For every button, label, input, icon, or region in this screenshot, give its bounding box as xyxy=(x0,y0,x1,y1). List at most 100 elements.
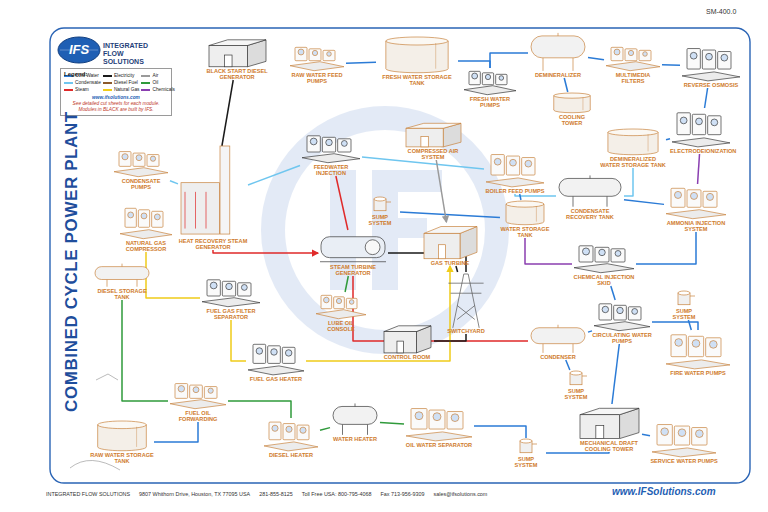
pipe-connector xyxy=(564,78,568,92)
equipment-module: OIL WATER SEPARATOR xyxy=(404,404,474,448)
sump-lid xyxy=(520,439,532,443)
equipment-icon xyxy=(200,276,262,308)
equipment-module: MULTIMEDIA FILTERS xyxy=(604,44,662,84)
motor xyxy=(324,297,330,303)
pump-housing xyxy=(297,425,309,440)
icon-group xyxy=(531,33,585,71)
skid-base xyxy=(406,432,472,441)
icon-group xyxy=(559,175,621,206)
pump-housing xyxy=(674,426,689,445)
pump-housing xyxy=(706,338,721,357)
footer-text: INTEGRATED FLOW SOLUTIONS xyxy=(46,491,130,497)
watermark-bar xyxy=(372,170,442,192)
module-label: BLACK START DIESEL GENERATOR xyxy=(205,68,269,80)
pipe-connector xyxy=(400,212,500,218)
pipe-connector xyxy=(436,160,446,222)
equipment-icon xyxy=(444,272,488,328)
legend-entry: Natural Gas xyxy=(103,86,140,93)
tank-ladder xyxy=(648,134,649,151)
legend-swatch xyxy=(141,75,150,77)
building-door xyxy=(421,137,428,147)
pump-housing xyxy=(238,283,251,296)
legend-note: Legend: xyxy=(64,71,87,77)
pump-housing xyxy=(119,152,131,167)
vessel-leg xyxy=(543,344,544,353)
pipe-connector xyxy=(434,334,466,341)
equipment-icon xyxy=(262,418,320,452)
equipment-module: HEAT RECOVERY STEAM GENERATOR xyxy=(178,146,248,250)
module-label: GAS TURBINE xyxy=(420,260,480,266)
building-roof xyxy=(384,326,431,332)
legend-entry: Condensate xyxy=(64,79,101,86)
pump-housing xyxy=(307,136,320,152)
building-front xyxy=(384,332,416,353)
equipment-module: WATER STORAGE TANK xyxy=(500,200,550,238)
equipment-module: FRESH WATER PUMPS xyxy=(462,68,518,108)
pump-housing xyxy=(138,210,149,228)
motor xyxy=(141,213,147,219)
pump-housing xyxy=(190,385,203,398)
icon-group xyxy=(666,188,726,218)
turbine-base xyxy=(320,261,386,262)
legend-swatch xyxy=(64,89,73,91)
pump-housing xyxy=(708,116,721,135)
equipment-icon xyxy=(650,420,718,458)
module-label: DIESEL HEATER xyxy=(262,452,320,458)
pump-housing xyxy=(657,425,672,446)
equipment-module: SUMP SYSTEM xyxy=(506,438,546,468)
tank-ladder xyxy=(582,98,583,111)
equipment-module: DIESEL STORAGE TANK xyxy=(92,262,152,300)
motor xyxy=(525,160,532,167)
poster-label: www.IFSolutions.com xyxy=(612,486,716,497)
pump-housing xyxy=(702,50,715,69)
pump-housing xyxy=(269,422,281,440)
motor xyxy=(632,309,638,315)
skid-base xyxy=(672,138,730,147)
legend-swatch xyxy=(103,82,112,84)
poster-label: SM-400.0 xyxy=(706,8,736,15)
vessel-nozzle xyxy=(355,403,356,406)
motor xyxy=(674,191,681,198)
icon-group xyxy=(320,237,386,262)
motor xyxy=(710,341,718,349)
equipment-module: CONTROL ROOM xyxy=(380,322,434,360)
vessel-leg xyxy=(607,196,608,206)
equipment-module: DEMINERALIZER xyxy=(528,28,588,78)
exhaust-stack xyxy=(220,146,230,234)
motor xyxy=(415,412,423,420)
pump-housing xyxy=(253,344,266,363)
tank-shell xyxy=(386,41,448,73)
equipment-icon xyxy=(528,322,588,354)
tank-roof xyxy=(554,93,590,98)
pump-housing xyxy=(411,409,427,430)
equipment-module: REVERSE OSMOSIS xyxy=(680,44,742,88)
module-label: RAW WATER STORAGE TANK xyxy=(90,452,154,464)
icon-group xyxy=(464,71,516,94)
module-label: DIESEL STORAGE TANK xyxy=(92,288,152,300)
pipe-connector xyxy=(336,176,348,230)
building-roof xyxy=(424,227,477,234)
motor xyxy=(122,154,128,160)
pipe-connector xyxy=(458,61,490,68)
legend-text: Air xyxy=(152,73,158,78)
pipe-connector xyxy=(346,61,376,63)
pipe-connector xyxy=(248,166,300,185)
legend-entry: Electricity xyxy=(103,72,140,79)
equipment-icon xyxy=(600,128,666,156)
pipe-connector xyxy=(380,422,404,423)
motor xyxy=(341,141,347,147)
vessel-leg xyxy=(342,424,343,434)
icon-group xyxy=(678,291,695,305)
motor xyxy=(300,427,306,433)
motor xyxy=(256,348,262,354)
boiler-tubes xyxy=(185,192,206,229)
building-roof xyxy=(580,408,639,414)
pump-housing xyxy=(522,158,535,176)
tank-roof xyxy=(608,129,658,136)
motor xyxy=(661,428,669,436)
motor xyxy=(628,50,633,55)
equipment-icon xyxy=(92,262,152,288)
module-label: CIRCULATING WATER PUMPS xyxy=(592,332,652,344)
pump-housing xyxy=(222,281,235,296)
equipment-icon xyxy=(118,204,174,240)
